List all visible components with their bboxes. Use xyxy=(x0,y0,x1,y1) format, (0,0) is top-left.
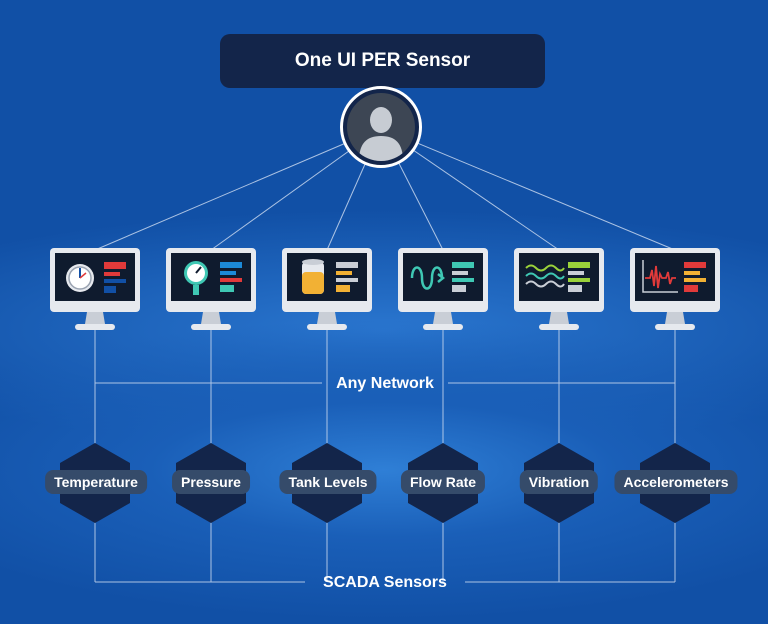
gauge-icon xyxy=(66,264,94,292)
tank-icon xyxy=(302,259,324,294)
waveform-icon xyxy=(642,260,678,293)
network-label: Any Network xyxy=(336,375,434,392)
scada-label: SCADA Sensors xyxy=(323,574,447,591)
sensor-label-pressure: Pressure xyxy=(172,470,250,494)
user-avatar xyxy=(340,86,422,168)
sensor-label-flow-rate: Flow Rate xyxy=(400,470,486,494)
monitor-temperature xyxy=(50,248,140,332)
title-banner: One UI PER Sensor xyxy=(220,34,545,88)
flow-icon xyxy=(410,266,446,290)
user-icon xyxy=(347,93,415,161)
monitor-flow-rate xyxy=(398,248,488,332)
monitor-tank-levels xyxy=(282,248,372,332)
pressure-gauge-icon xyxy=(184,261,208,295)
sensor-label-vibration: Vibration xyxy=(519,470,599,494)
page-title: One UI PER Sensor xyxy=(294,50,471,71)
monitor-accelerometers xyxy=(630,248,720,332)
sensor-label-accelerometers: Accelerometers xyxy=(614,470,738,494)
monitor-pressure xyxy=(166,248,256,332)
sensor-label-tank-levels: Tank Levels xyxy=(279,470,377,494)
monitor-vibration xyxy=(514,248,604,332)
sensor-label-temperature: Temperature xyxy=(45,470,147,494)
wave-icon xyxy=(525,264,565,288)
